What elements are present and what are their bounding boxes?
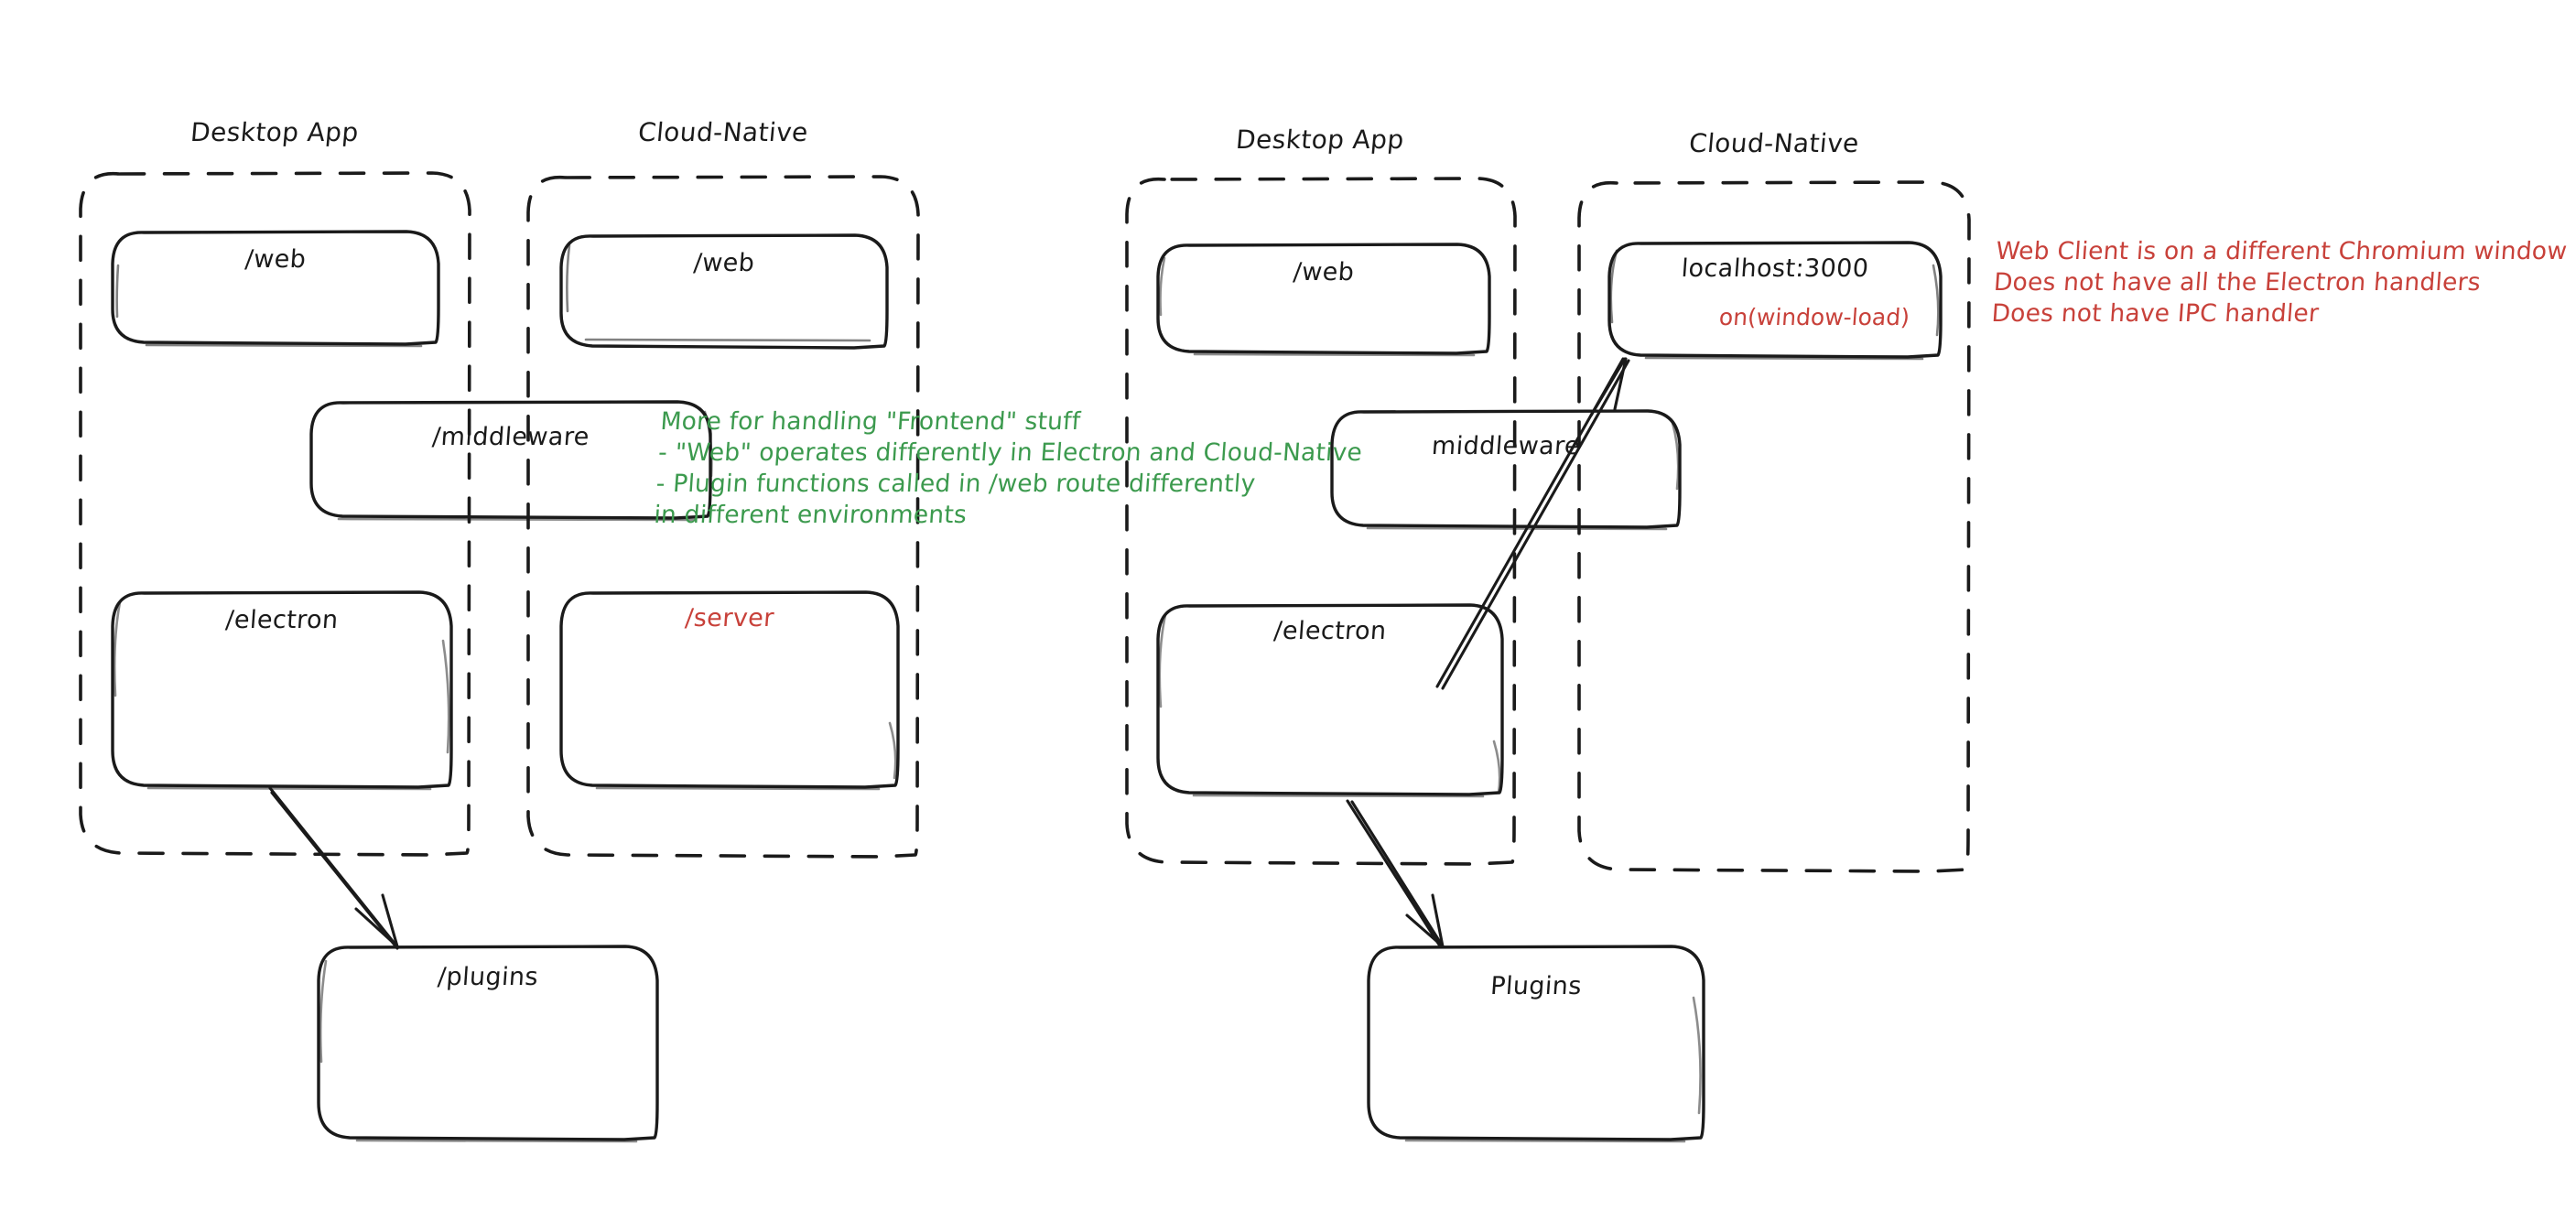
left-box-label-server: /server	[684, 604, 775, 632]
left-box-label-plugins: /plugins	[436, 963, 540, 991]
right-box-middleware-shape	[1330, 409, 1682, 531]
right-arrow-electron-to-plugins	[1346, 799, 1445, 948]
right-box-sublabel-on-window-load: on(window-load)	[1717, 304, 1910, 330]
left-group-title-cloud-native: Cloud-Native	[636, 117, 810, 147]
right-box-label-plugins: Plugins	[1489, 972, 1583, 1000]
left-box-electron-shape	[111, 590, 453, 791]
left-box-label-web-cloud: /web	[692, 249, 756, 277]
right-box-electron-shape	[1156, 603, 1504, 798]
right-box-web-shape	[1156, 243, 1491, 357]
right-box-label-web: /web	[1292, 258, 1356, 286]
right-box-label-localhost: localhost:3000	[1680, 254, 1870, 283]
left-box-web-cloud-shape	[559, 233, 889, 350]
annotation-red-note: Web Client is on a different Chromium wi…	[1990, 237, 2569, 328]
right-box-label-electron: /electron	[1272, 617, 1388, 645]
left-box-label-middleware: /middleware	[431, 423, 590, 451]
left-box-server-shape	[559, 590, 900, 791]
right-group-cloud-native-outline	[1577, 180, 1971, 873]
left-group-title-desktop-app: Desktop App	[189, 117, 361, 147]
right-box-plugins-shape	[1367, 945, 1705, 1143]
left-box-label-electron: /electron	[224, 606, 340, 634]
left-box-label-web-desktop: /web	[244, 245, 308, 274]
annotation-green-note: More for handling "Frontend" stuff - "We…	[653, 407, 1364, 529]
right-group-title-desktop-app: Desktop App	[1234, 124, 1406, 155]
right-group-title-cloud-native: Cloud-Native	[1687, 128, 1861, 158]
right-box-localhost-shape	[1607, 241, 1943, 361]
left-box-middleware-shape	[309, 400, 713, 522]
right-group-desktop-app-outline	[1125, 177, 1517, 866]
left-arrow-electron-to-plugins	[268, 786, 399, 950]
left-box-plugins-shape	[317, 945, 659, 1143]
right-arrow-electron-to-localhost	[1435, 357, 1630, 690]
right-box-label-middleware: middleware	[1430, 432, 1582, 460]
left-group-desktop-app-outline	[79, 171, 471, 857]
left-group-cloud-native-outline	[526, 175, 920, 859]
left-box-web-desktop-shape	[111, 230, 440, 348]
